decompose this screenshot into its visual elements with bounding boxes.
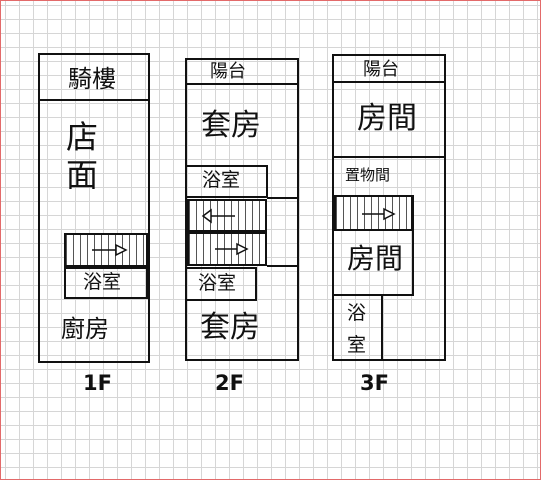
floor-3f-balcony-divider: [332, 81, 446, 83]
room-3f-balcony: 陽台: [363, 59, 399, 80]
room-2f-suite-bottom: 套房: [200, 310, 260, 345]
floor-2f-mid-divider: [267, 197, 299, 199]
floor-3f-label: 3F: [360, 371, 389, 395]
room-1f-shop-char-1: 店: [66, 118, 99, 156]
floor-2f-lower-divider: [267, 265, 299, 267]
floor-3f-bath-side-wall: [381, 294, 383, 361]
room-1f-bath: 浴室: [83, 271, 122, 293]
floor-1f-outline: [38, 53, 150, 363]
floor-2f-balcony-divider: [185, 83, 299, 85]
room-1f-bath-box: [64, 267, 148, 299]
room-3f-bath-char-1: 浴: [347, 302, 367, 324]
room-1f-shop-char-2: 面: [66, 156, 99, 194]
floor-3f-storage-divider: [332, 156, 446, 158]
room-2f-bath-top-box: [185, 165, 268, 198]
staircase-3f: [334, 195, 413, 231]
room-2f-balcony: 陽台: [210, 61, 246, 82]
room-1f-kitchen: 廚房: [61, 315, 109, 343]
floor-1f-arcade-divider: [38, 99, 150, 101]
room-2f-bath-bottom: 浴室: [198, 272, 237, 294]
staircase-2f-upper: [187, 199, 267, 232]
room-2f-bath-bottom-box: [185, 267, 257, 301]
floor-2f-outline: [185, 58, 299, 361]
floor-1f-label: 1F: [83, 371, 112, 395]
room-2f-suite-top: 套房: [201, 108, 261, 143]
staircase-1f: [64, 233, 148, 267]
room-3f-room-top: 房間: [357, 101, 417, 136]
room-3f-room-bottom: 房間: [347, 242, 404, 275]
room-1f-arcade: 騎樓: [68, 65, 116, 93]
floor-3f-bath-top-wall: [332, 294, 414, 296]
room-2f-bath-top: 浴室: [202, 169, 241, 191]
floor-3f-stair-wall: [412, 195, 414, 295]
room-3f-bath-char-2: 室: [347, 334, 367, 356]
room-3f-storage: 置物間: [345, 166, 391, 184]
floor-3f-outline: [332, 54, 446, 361]
floor-2f-label: 2F: [215, 371, 244, 395]
staircase-2f-lower: [187, 232, 267, 266]
